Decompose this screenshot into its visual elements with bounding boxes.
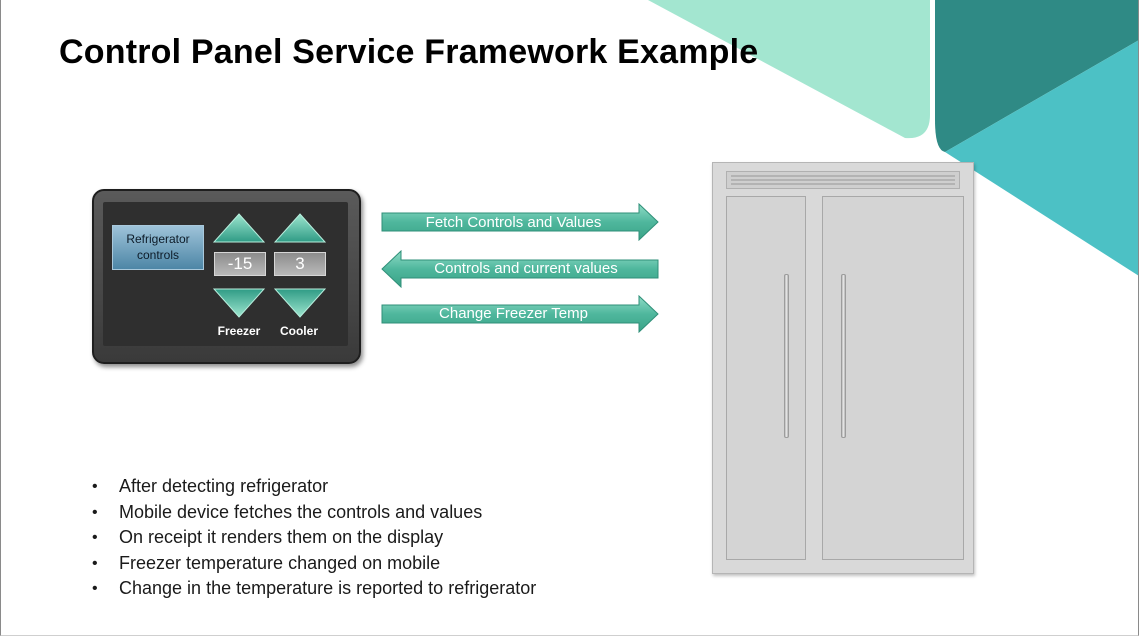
refrigerator-vent <box>726 171 960 189</box>
list-item: • Freezer temperature changed on mobile <box>92 551 536 577</box>
list-item-text: Mobile device fetches the controls and v… <box>119 501 483 522</box>
freezer-down-arrow-icon[interactable] <box>213 288 265 318</box>
refrigerator-controls-button[interactable]: Refrigerator controls <box>112 225 204 270</box>
vent-line <box>731 175 955 177</box>
fridge-door <box>822 196 964 560</box>
bullet-dot: • <box>92 503 98 521</box>
list-item-text: Freezer temperature changed on mobile <box>119 552 441 573</box>
list-item: • On receipt it renders them on the displ… <box>92 525 536 551</box>
fridge-door-handle <box>841 274 846 438</box>
light-teal-shape <box>648 0 930 139</box>
button-label-line1: Refrigerator <box>126 232 190 246</box>
bullet-dot: • <box>92 478 98 495</box>
list-item-text: On receipt it renders them on the displa… <box>119 527 444 547</box>
list-item-text: Change in the temperature is reported to… <box>119 578 537 598</box>
freezer-door-handle <box>784 274 789 438</box>
cooler-down-arrow-icon[interactable] <box>274 288 326 318</box>
bullet-dot: • <box>92 529 98 546</box>
fetch-arrow-label: Fetch Controls and Values <box>425 214 602 231</box>
controls-values-arrow <box>381 250 659 288</box>
bullet-dot: • <box>92 554 98 572</box>
change-freezer-arrow <box>381 295 659 333</box>
cooler-up-arrow-icon[interactable] <box>274 213 326 243</box>
control-panel-device: Refrigerator controls -15 3 <box>92 189 361 364</box>
button-label-line2: controls <box>136 248 180 262</box>
dark-teal-shape <box>935 0 1139 152</box>
list-item-text: After detecting refrigerator <box>119 476 329 496</box>
turquoise-shape <box>945 40 1139 276</box>
vent-line <box>731 179 955 181</box>
bullet-list: • After detecting refrigerator • Mobile de… <box>92 474 536 602</box>
freezer-door <box>726 196 806 560</box>
cooler-label: Cooler <box>279 324 318 338</box>
controls-values-arrow-label: Controls and current values <box>434 260 618 277</box>
freezer-value-display: -15 <box>214 252 266 276</box>
refrigerator-illustration <box>712 162 974 574</box>
list-item: • Change in the temperature is reported t… <box>92 576 536 602</box>
list-item: • After detecting refrigerator <box>92 474 536 500</box>
fetch-arrow <box>381 203 659 241</box>
freezer-up-arrow-icon[interactable] <box>213 213 265 243</box>
vent-line <box>731 183 955 185</box>
list-item: • Mobile device fetches the controls and … <box>92 500 536 526</box>
freezer-label: Freezer <box>217 324 261 338</box>
change-freezer-arrow-label: Change Freezer Temp <box>439 305 588 322</box>
slide-title: Control Panel Service Framework Example <box>59 33 759 71</box>
cooler-value-display: 3 <box>274 252 326 276</box>
control-panel-screen: Refrigerator controls -15 3 <box>103 202 348 346</box>
bullet-dot: • <box>92 580 98 597</box>
